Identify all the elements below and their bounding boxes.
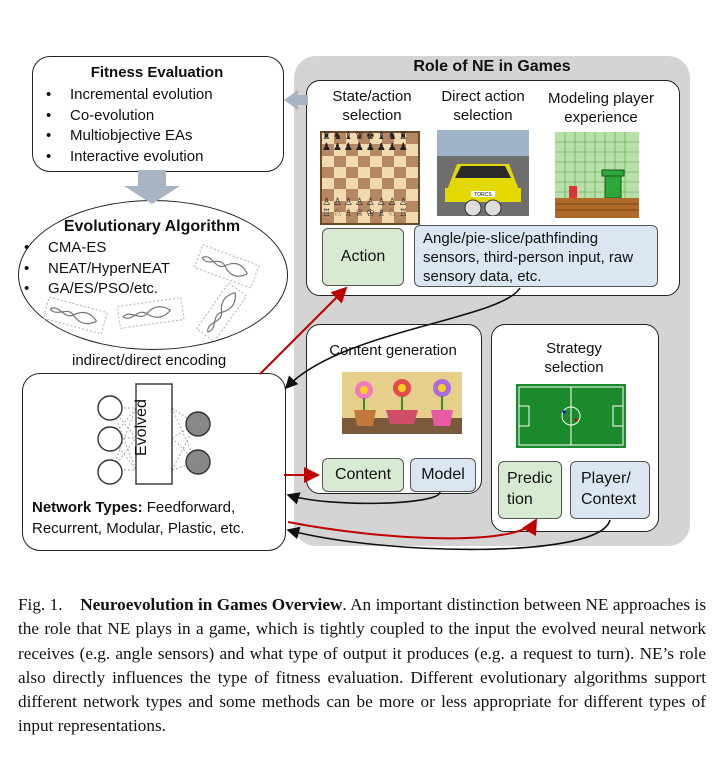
encoding-label: indirect/direct encoding (72, 352, 227, 369)
sensors-input-box: Angle/pie-slice/pathfinding sensors, thi… (414, 225, 658, 287)
dna-helix-icons (42, 244, 260, 340)
fitness-item: Incremental evolution (38, 85, 278, 106)
network-types-text: Network Types: Feedforward, Recurrent, M… (32, 497, 280, 539)
chess-board-image (320, 131, 420, 225)
fitness-item: Multiobjective EAs (38, 126, 278, 147)
col-modeling-player-label: Modeling player experience (548, 90, 654, 126)
caption-fig-number: Fig. 1. (18, 595, 63, 614)
col-direct-action-label: Direct action selection (441, 88, 525, 124)
prediction-output-box: Predic tion (498, 461, 562, 519)
action-output-box: Action (322, 228, 404, 286)
caption-title: Neuroevolution in Games Overview (80, 595, 343, 614)
strategy-selection-title: Strategy selection (544, 340, 604, 376)
network-types-list: Feedforward, Recurrent, Modular, Plastic… (32, 499, 245, 537)
content-generation-title: Content generation (329, 342, 457, 359)
model-input-box: Model (410, 458, 476, 492)
fitness-evaluation-list: Incremental evolution Co-evolution Multi… (38, 85, 278, 167)
arrows-layer (124, 90, 611, 551)
car-plate-text: TORCS (474, 192, 492, 198)
fitness-item: Interactive evolution (38, 147, 278, 168)
gray-arrow-head-left (284, 90, 298, 110)
flower-pots-image (342, 372, 462, 434)
racing-car-image: TORCS (437, 130, 529, 216)
role-title: Role of NE in Games (413, 58, 571, 75)
ea-item: GA/ES/PSO/etc. (16, 279, 216, 300)
player-context-input-box: Player/ Context (570, 461, 650, 519)
fitness-item: Co-evolution (38, 106, 278, 127)
evolutionary-algorithm-title: Evolutionary Algorithm (63, 218, 241, 235)
platformer-game-image (555, 132, 639, 218)
evolutionary-algorithm-list: CMA-ES NEAT/HyperNEAT GA/ES/PSO/etc. (16, 238, 216, 300)
ea-item: NEAT/HyperNEAT (16, 259, 216, 280)
col-state-action-label: State/action selection (332, 88, 412, 124)
caption-body: . An important distinction between NE ap… (18, 595, 707, 736)
content-output-box: Content (322, 458, 404, 492)
neural-network-diagram (97, 383, 211, 485)
figure-caption: Fig. 1. Neuroevolution in Games Overview… (18, 593, 706, 739)
network-types-label: Network Types: (32, 499, 143, 516)
chess-pieces: ♜♞♝♛♚♝♞♜♟♟♟♟♟♟♟♟♙♙♙♙♙♙♙♙♖♘♗♕♔♗♘♖ (322, 131, 410, 219)
ea-item: CMA-ES (16, 238, 216, 259)
fitness-evaluation-title: Fitness Evaluation (90, 64, 224, 81)
soccer-field-image (516, 384, 626, 448)
gray-arrow-head-down (124, 186, 180, 204)
